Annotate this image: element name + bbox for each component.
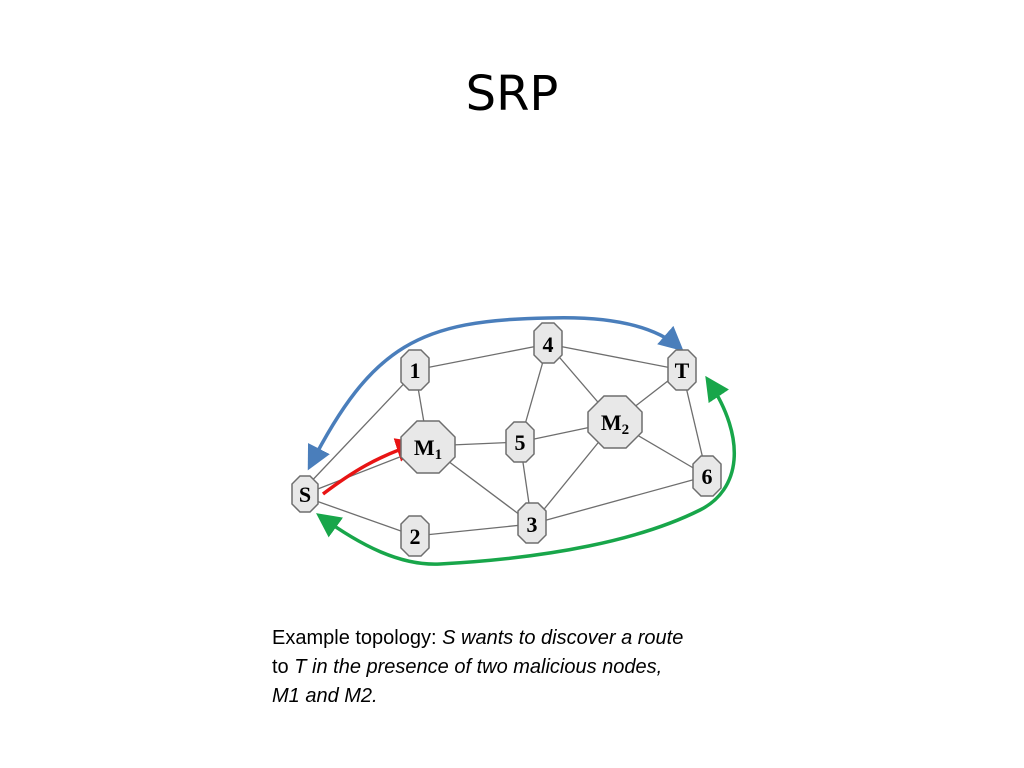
node-m2-subscript: 2 — [622, 422, 630, 438]
node-6-label: 6 — [702, 464, 713, 489]
svg-text:M1: M1 — [414, 435, 442, 463]
edge-2-3 — [414, 523, 533, 537]
node-t: T — [667, 349, 697, 391]
node-t-label: T — [675, 358, 690, 383]
caption-emphasis-2: T in the presence of two malicious nodes… — [294, 656, 663, 678]
edge-1-4 — [414, 343, 549, 371]
node-2: 2 — [400, 515, 430, 557]
edge-4-t — [547, 343, 683, 371]
caption-emphasis-3: M1 and M2. — [272, 685, 378, 707]
edge-3-6 — [531, 475, 708, 525]
caption-lead: Example topology: — [272, 627, 443, 649]
node-3-label: 3 — [527, 512, 538, 537]
node-2-label: 2 — [410, 524, 421, 549]
node-m1-label: M — [414, 435, 435, 460]
svg-text:M2: M2 — [601, 410, 629, 438]
node-s-label: S — [299, 482, 311, 507]
node-m1: M1 — [400, 420, 456, 474]
node-1: 1 — [400, 349, 430, 391]
node-s: S — [291, 475, 319, 513]
node-4-label: 4 — [543, 332, 554, 357]
route-reply-arrow-green — [316, 375, 737, 566]
node-6: 6 — [692, 455, 722, 497]
node-m1-subscript: 1 — [435, 447, 443, 463]
caption-line2-lead: to — [272, 656, 295, 678]
node-1-label: 1 — [410, 358, 421, 383]
node-5: 5 — [505, 421, 535, 463]
caption-emphasis-1: S wants to discover a route — [442, 627, 684, 649]
node-4: 4 — [533, 322, 563, 364]
node-5-label: 5 — [515, 430, 526, 455]
slide-title: SRP — [465, 66, 559, 122]
node-3: 3 — [517, 502, 547, 544]
figure-caption: Example topology: S wants to discover a … — [272, 624, 772, 711]
node-m2-label: M — [601, 410, 622, 435]
node-m2: M2 — [587, 395, 643, 449]
